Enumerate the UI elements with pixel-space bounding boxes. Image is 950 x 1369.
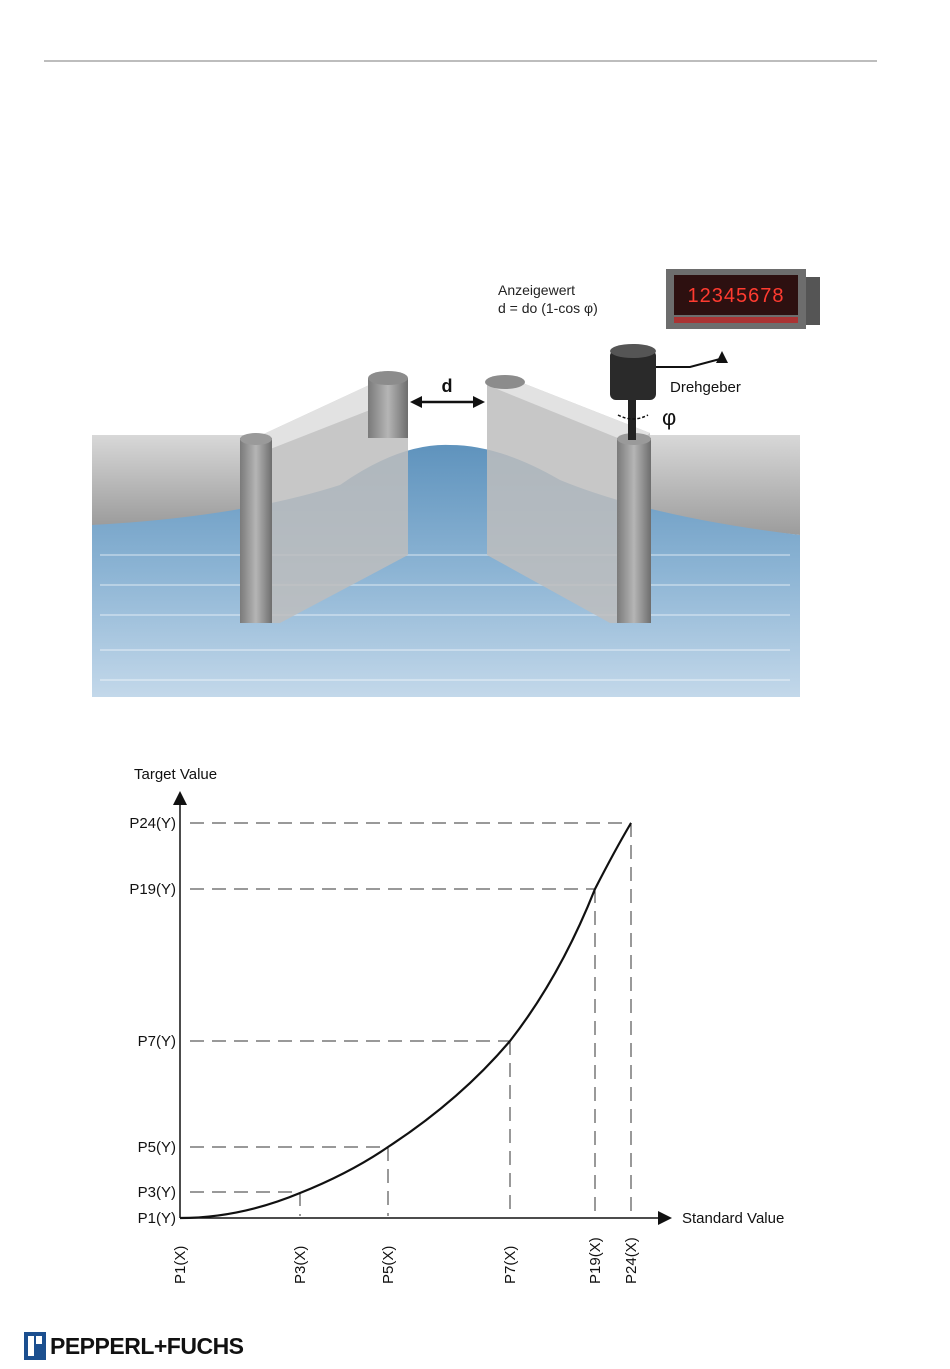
header-rule (44, 60, 877, 62)
guide-lines (190, 823, 631, 1216)
encoder-shaft (628, 400, 636, 440)
x-tick-label: P3(X) (292, 1246, 309, 1284)
y-tick-label: P5(Y) (138, 1139, 176, 1156)
x-tick-labels: P1(X) P3(X) P5(X) P7(X) P19(X) P24(X) (172, 1237, 640, 1284)
x-tick-label: P5(X) (380, 1246, 397, 1284)
encoder-cable (656, 359, 720, 367)
linearization-graph: Target Value Standard Value P24(Y) P19(Y)… (100, 755, 860, 1305)
y-tick-label: P24(Y) (129, 815, 176, 832)
left-gate-pillar (240, 438, 272, 623)
left-gate-post (368, 378, 408, 438)
display-digits: 12345678 (688, 285, 785, 307)
lock-gate-illustration: d φ Drehgeber 12345678 Anzeigewert d = d… (90, 255, 820, 705)
characteristic-curve (180, 823, 631, 1218)
gap-label: d (442, 376, 453, 396)
x-tick-label: P19(X) (587, 1237, 604, 1284)
encoder-label: Drehgeber (670, 379, 741, 396)
y-tick-labels: P24(Y) P19(Y) P7(Y) P5(Y) P3(Y) P1(Y) (129, 815, 176, 1227)
y-tick-label: P1(Y) (138, 1210, 176, 1227)
y-tick-label: P7(Y) (138, 1033, 176, 1050)
logo-text: PEPPERL+FUCHS (50, 1333, 244, 1360)
x-axis-arrow (658, 1211, 672, 1225)
formula: d = do (1-cos φ) (498, 300, 598, 316)
formula-title: Anzeigewert (498, 282, 575, 298)
x-tick-label: P7(X) (502, 1246, 519, 1284)
y-axis-arrow (173, 791, 187, 805)
x-tick-label: P1(X) (172, 1246, 189, 1284)
right-gate-pillar (617, 438, 651, 623)
company-logo: PEPPERL+FUCHS (24, 1328, 244, 1364)
x-axis-label: Standard Value (682, 1210, 784, 1227)
y-tick-label: P19(Y) (129, 881, 176, 898)
axes (173, 791, 672, 1225)
y-axis-label: Target Value (134, 766, 217, 783)
angle-symbol: φ (662, 405, 676, 430)
logo-mark-icon (24, 1332, 46, 1360)
y-tick-label: P3(Y) (138, 1184, 176, 1201)
x-tick-label: P24(X) (623, 1237, 640, 1284)
